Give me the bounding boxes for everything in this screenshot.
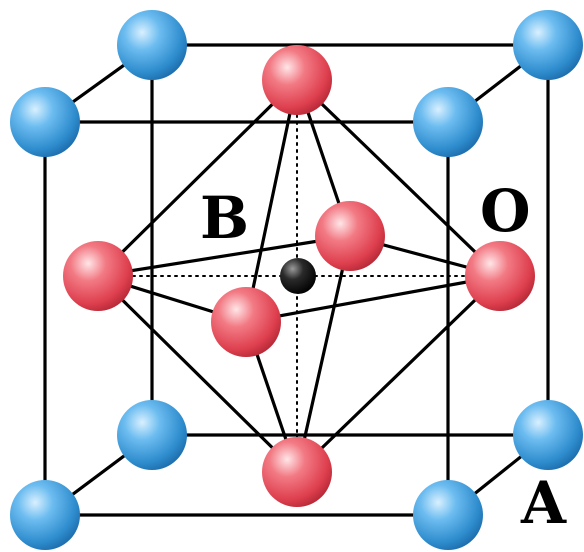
a-site-atom — [413, 87, 483, 157]
oxygen-atom-front — [211, 287, 281, 357]
a-site-atom — [117, 10, 187, 80]
oxygen-atom-right — [465, 241, 535, 311]
b-site-atom — [280, 258, 316, 294]
back-cube-face — [150, 43, 550, 437]
a-site-atom — [117, 400, 187, 470]
b-site-label: B — [200, 184, 249, 252]
a-site-atom — [10, 480, 80, 550]
a-site-atom — [513, 10, 583, 80]
oxygen-atom-back — [315, 201, 385, 271]
a-site-atoms-back — [117, 10, 583, 470]
oxygen-atoms — [63, 45, 535, 507]
oxygen-atom-top — [262, 45, 332, 115]
o-site-label: O — [480, 177, 531, 245]
a-site-atoms-front — [10, 87, 483, 550]
oxygen-atom-bottom — [262, 437, 332, 507]
front-cube-face — [43, 120, 450, 517]
oxygen-atom-left — [63, 241, 133, 311]
a-site-label: A — [520, 469, 567, 537]
a-site-atom — [10, 87, 80, 157]
a-site-atom — [513, 400, 583, 470]
a-site-atom — [413, 480, 483, 550]
